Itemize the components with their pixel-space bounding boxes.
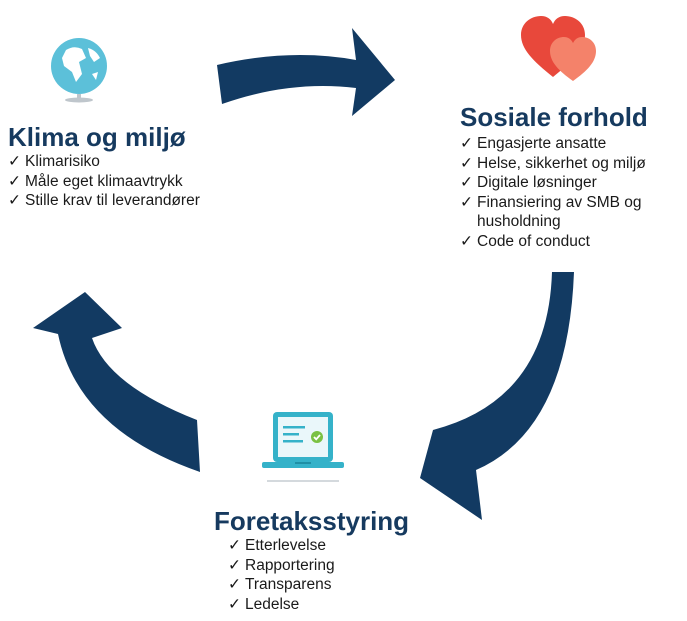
arrow-left [33, 292, 200, 472]
check-icon: ✓ [228, 595, 241, 613]
laptop-check-icon [259, 406, 347, 486]
check-icon: ✓ [460, 232, 473, 250]
arrow-right [420, 272, 574, 520]
check-icon: ✓ [228, 576, 241, 593]
social-section: Sosiale forhold ✓Engasjerte ansatte ✓Hel… [460, 102, 648, 251]
check-icon: ✓ [460, 135, 473, 152]
social-list: ✓Engasjerte ansatte ✓Helse, sikkerhet og… [460, 134, 648, 251]
check-icon: ✓ [228, 537, 241, 554]
arrow-top [217, 28, 395, 116]
check-icon: ✓ [8, 192, 21, 209]
governance-section: Foretaksstyring ✓Etterlevelse ✓Rapporter… [214, 506, 409, 614]
hearts-icon [517, 13, 609, 85]
check-icon: ✓ [228, 556, 241, 574]
list-item: ✓Rapportering [228, 556, 335, 574]
governance-title: Foretaksstyring [214, 506, 410, 536]
list-item: ✓Måle eget klimaavtrykk [8, 172, 183, 190]
list-item-continuation: husholdning [477, 213, 561, 230]
climate-list: ✓Klimarisiko ✓Måle eget klimaavtrykk ✓St… [8, 152, 200, 211]
list-item: ✓Helse, sikkerhet og miljø [460, 154, 646, 172]
list-item: ✓Etterlevelse [228, 537, 326, 554]
check-icon: ✓ [460, 154, 473, 172]
list-item: ✓Transparens [228, 576, 332, 593]
check-icon: ✓ [8, 153, 21, 170]
climate-section: Klima og miljø ✓Klimarisiko ✓Måle eget k… [8, 122, 200, 211]
check-icon: ✓ [460, 193, 473, 211]
list-item: ✓Finansiering av SMB og [460, 193, 642, 211]
list-item: ✓Code of conduct [460, 232, 590, 250]
check-icon: ✓ [460, 174, 473, 191]
list-item: ✓Ledelse [228, 595, 300, 613]
check-icon: ✓ [8, 172, 21, 190]
social-title: Sosiale forhold [460, 102, 648, 132]
governance-list: ✓Etterlevelse ✓Rapportering ✓Transparens… [228, 536, 409, 614]
list-item: ✓Engasjerte ansatte [460, 135, 607, 152]
climate-title: Klima og miljø [8, 122, 186, 152]
list-item: ✓Digitale løsninger [460, 174, 597, 191]
list-item: ✓Stille krav til leverandører [8, 192, 200, 209]
globe-icon [46, 34, 112, 104]
list-item: ✓Klimarisiko [8, 153, 100, 170]
